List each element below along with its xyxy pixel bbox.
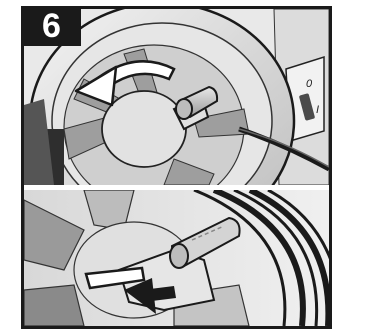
- step-number-badge: 6: [21, 6, 81, 46]
- illustration-frame: 0 I: [21, 6, 332, 329]
- switch-mark-1: I: [316, 104, 319, 116]
- panel-pull-pin: [24, 190, 329, 326]
- switch-mark-0: 0: [306, 78, 313, 90]
